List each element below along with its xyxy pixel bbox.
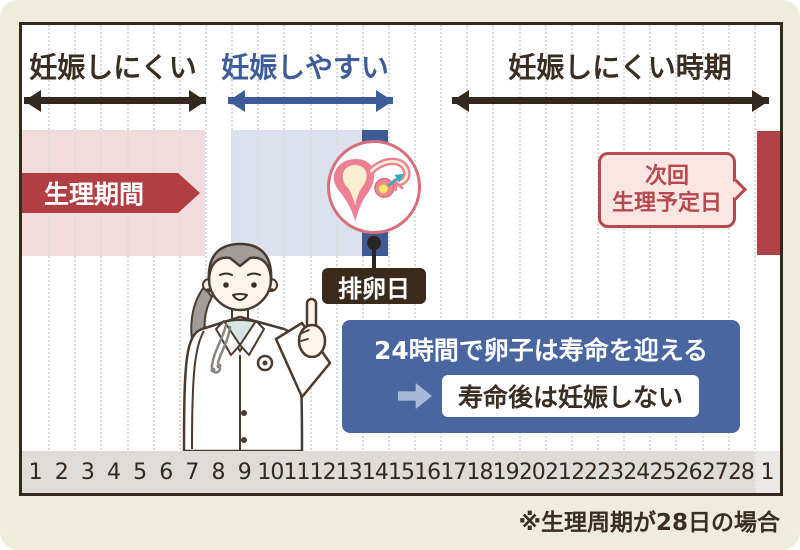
day-cell: 14 xyxy=(361,451,389,493)
day-cell: 24 xyxy=(623,451,650,493)
double-arrow-fertile-icon xyxy=(228,89,393,112)
gridline xyxy=(152,25,155,493)
zone-label-fertile: 妊娠しやすい xyxy=(221,51,389,84)
next-period-line1: 次回 xyxy=(644,163,689,189)
egg-lifespan-row: 寿命後は妊娠しない xyxy=(398,375,740,417)
day-cell: 1 xyxy=(22,451,49,493)
day-cell: 16 xyxy=(414,451,441,493)
day-cell: 17 xyxy=(440,451,467,493)
day-cell: 13 xyxy=(335,451,363,493)
double-arrow-right-icon xyxy=(452,89,769,112)
day-cell: 26 xyxy=(675,451,703,493)
uterus-illustration xyxy=(327,140,421,234)
day-cell: 5 xyxy=(126,451,153,493)
day-cell: 22 xyxy=(570,451,598,493)
no-pregnancy-text: 寿命後は妊娠しない xyxy=(442,375,700,417)
day-cell: 21 xyxy=(544,451,572,493)
day-cell: 23 xyxy=(597,451,624,493)
day-cell: 7 xyxy=(178,451,205,493)
day-cell: 20 xyxy=(518,451,546,493)
gridline xyxy=(48,25,51,493)
next-period-line2: 生理予定日 xyxy=(611,191,722,216)
day-cell: 6 xyxy=(152,451,179,493)
right-arrow-icon xyxy=(398,383,432,409)
bubble-tail-icon xyxy=(725,178,748,201)
day-cell: 27 xyxy=(701,451,729,493)
day-cell: 1 xyxy=(753,451,781,493)
menstruation-banner: 生理期間 xyxy=(22,173,200,213)
day-cell: 4 xyxy=(100,451,127,493)
day-cell: 18 xyxy=(466,451,493,493)
day-cell: 3 xyxy=(74,451,101,493)
day-cell: 8 xyxy=(204,451,232,493)
ovulation-marker-stem xyxy=(372,247,376,270)
gridline xyxy=(74,25,77,493)
day-cell: 9 xyxy=(231,451,258,493)
day-cell: 2 xyxy=(48,451,75,493)
uterus-ovary-icon xyxy=(333,157,411,222)
double-arrow-left-icon xyxy=(24,89,206,112)
next-period-bubble: 次回 生理予定日 xyxy=(598,152,748,228)
ovulation-marker-dot xyxy=(367,236,381,250)
day-cell: 28 xyxy=(727,451,755,493)
cycle-chart: 妊娠しにくい 妊娠しやすい 妊娠しにくい時期 生理期間 排卵日 次回 xyxy=(19,22,783,496)
ovulation-day-label: 排卵日 xyxy=(322,268,426,304)
day-cell: 11 xyxy=(283,451,310,493)
day-cell: 12 xyxy=(309,451,337,493)
next-period-bar xyxy=(757,131,780,255)
gridline xyxy=(100,25,103,493)
doctor-illustration xyxy=(182,242,332,451)
egg-lifespan-text: 24時間で卵子は寿命を迎える xyxy=(373,336,709,365)
egg-lifespan-box: 24時間で卵子は寿命を迎える 寿命後は妊娠しない xyxy=(342,320,740,433)
day-cell: 10 xyxy=(257,451,284,493)
day-cell: 19 xyxy=(492,451,520,493)
day-cell: 15 xyxy=(387,451,415,493)
gridline xyxy=(126,25,129,493)
day-cell: 25 xyxy=(649,451,676,493)
footnote: ※生理周期が28日の場合 xyxy=(518,510,780,536)
zone-label-infertile-right: 妊娠しにくい時期 xyxy=(508,51,732,84)
zone-label-infertile-left: 妊娠しにくい xyxy=(29,51,197,84)
